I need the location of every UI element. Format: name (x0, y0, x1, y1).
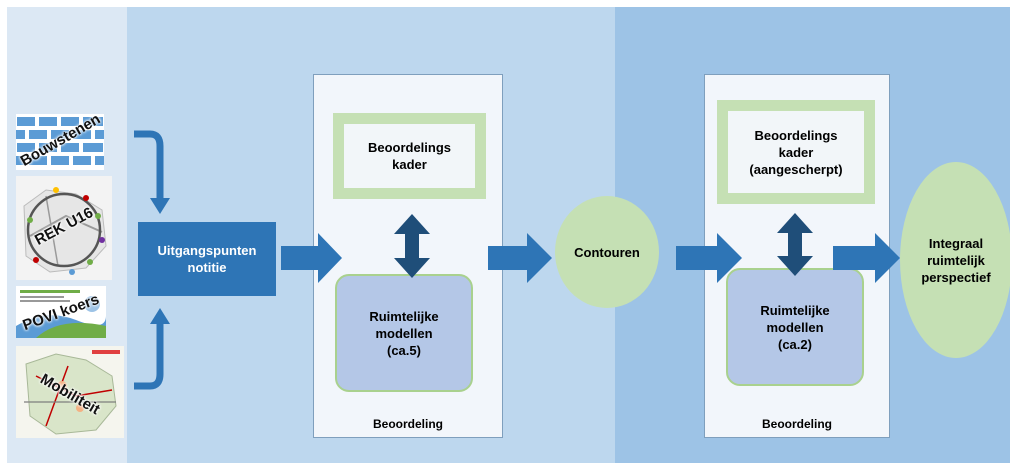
povi-koers-thumbnail: POVI koers (16, 286, 106, 338)
phase-1-beoordeling-label: Beoordeling (372, 417, 443, 431)
arrow-to-contouren-icon (488, 233, 552, 283)
region-map-icon (23, 187, 107, 275)
contouren-ellipse: Contouren (555, 196, 659, 308)
integraal-ruimtelijk-perspectief-ellipse: Integraal ruimtelijk perspectief (900, 162, 1010, 358)
phase-2-beoordelingskader: Beoordelings kader (aangescherpt) (717, 100, 875, 204)
arrow-to-result-icon (833, 233, 900, 283)
phase-1-ruimtelijke-modellen: Ruimtelijke modellen (ca.5) (335, 274, 473, 392)
brick-wall-icon (16, 115, 104, 167)
curved-arrow-down-icon (134, 130, 170, 214)
arrow-to-phase-2-icon (676, 233, 742, 283)
arrow-to-phase-1-icon (281, 233, 342, 283)
phase-2-beoordeling-label: Beoordeling (761, 417, 832, 431)
phase-1-beoordelingskader: Beoordelings kader (333, 113, 486, 199)
document-cover-icon (16, 286, 106, 338)
rek-u16-thumbnail: REK U16 (16, 176, 112, 280)
phase-2-double-arrow-icon (777, 213, 813, 276)
phase-2-ruimtelijke-modellen: Ruimtelijke modellen (ca.2) (726, 268, 864, 386)
curved-arrow-up-icon (134, 308, 170, 390)
bouwstenen-thumbnail: Bouwstenen (16, 114, 104, 170)
uitgangspunten-notitie-box: Uitgangspunten notitie (138, 222, 276, 296)
mobiliteit-thumbnail: Mobiliteit (16, 346, 124, 438)
phase-1-double-arrow-icon (394, 214, 430, 278)
mobility-map-icon (24, 350, 120, 435)
